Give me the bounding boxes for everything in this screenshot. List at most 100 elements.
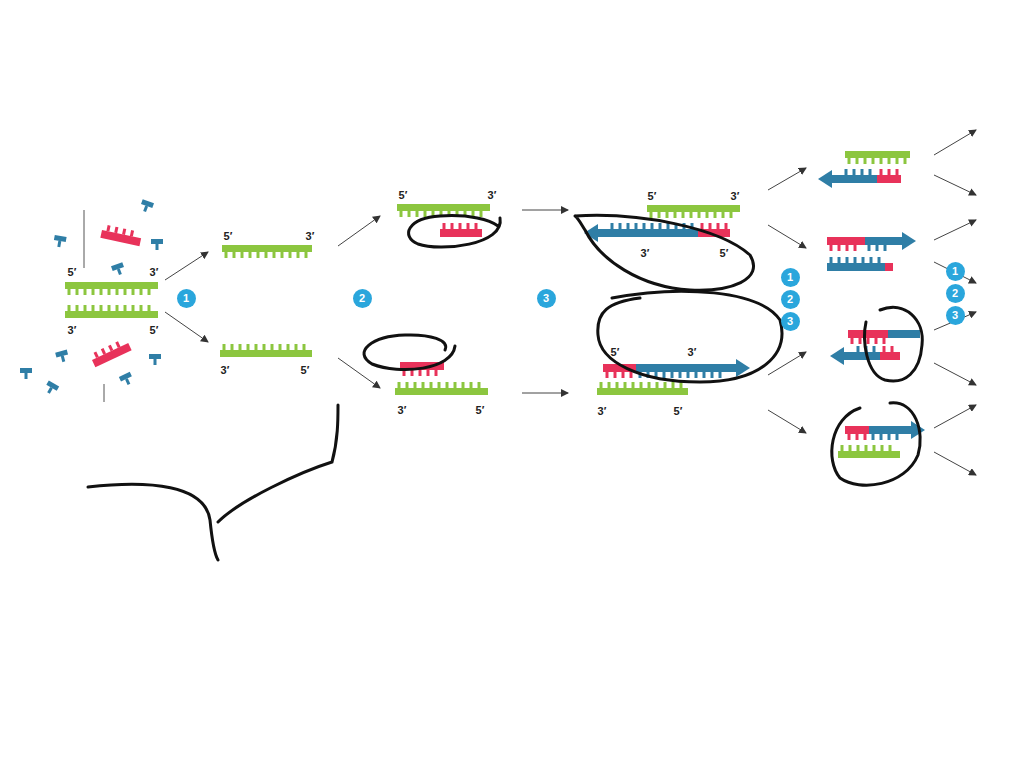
step-circle: 2 — [353, 289, 372, 308]
base-tick — [435, 370, 438, 376]
base-tick — [709, 223, 712, 229]
base-tick — [869, 169, 872, 175]
base-tick — [672, 382, 675, 388]
base-tick — [872, 158, 875, 164]
base-tick — [443, 223, 446, 229]
base-tick — [108, 305, 111, 311]
base-tick — [854, 257, 857, 263]
base-tick — [271, 344, 274, 350]
base-tick — [606, 372, 609, 378]
base-tick — [68, 289, 71, 295]
base-tick — [658, 212, 661, 218]
base-tick — [663, 372, 666, 378]
base-tick — [446, 382, 449, 388]
base-tick — [851, 338, 854, 344]
new-strand — [888, 330, 920, 338]
base-tick — [419, 370, 422, 376]
base-tick — [884, 245, 887, 251]
strand-end-label: 5′ — [301, 365, 310, 376]
new-strand — [598, 229, 698, 237]
strand-arrowhead — [902, 232, 916, 250]
base-tick — [132, 289, 135, 295]
base-tick — [857, 445, 860, 451]
new-strand — [865, 237, 902, 245]
dna-strand — [220, 350, 312, 357]
base-tick — [84, 289, 87, 295]
step-number: 2 — [787, 293, 793, 305]
base-tick — [904, 158, 907, 164]
base-tick — [422, 382, 425, 388]
primer-body — [92, 343, 132, 367]
base-tick — [881, 445, 884, 451]
base-tick — [430, 382, 433, 388]
base-tick — [891, 346, 894, 352]
base-tick — [883, 338, 886, 344]
new-strand — [636, 364, 736, 372]
base-tick — [303, 344, 306, 350]
step-number: 3 — [952, 309, 958, 321]
free-nucleotide — [55, 350, 69, 364]
base-tick — [131, 230, 132, 236]
base-tick — [408, 211, 411, 217]
base-tick — [896, 158, 899, 164]
strand-end-label: 5′ — [150, 325, 159, 336]
base-tick — [124, 289, 127, 295]
free-nucleotide — [151, 239, 163, 250]
base-tick — [84, 305, 87, 311]
base-tick — [848, 434, 851, 440]
strand-end-label: 3′ — [150, 267, 159, 278]
strand-end-label: 3′ — [398, 405, 407, 416]
base-tick — [682, 212, 685, 218]
base-tick — [406, 382, 409, 388]
base-tick — [624, 382, 627, 388]
base-tick — [92, 289, 95, 295]
base-tick — [116, 289, 119, 295]
primer-body — [827, 237, 865, 245]
dna-strand — [397, 204, 490, 211]
base-tick — [116, 305, 119, 311]
base-tick — [711, 372, 714, 378]
step-number: 1 — [183, 292, 189, 304]
base-tick — [632, 382, 635, 388]
primer-body — [848, 330, 888, 338]
base-tick — [68, 305, 71, 311]
base-tick — [281, 252, 284, 258]
nucleotide-part — [46, 381, 59, 391]
base-tick — [480, 211, 483, 217]
base-tick — [870, 257, 873, 263]
base-tick — [666, 212, 669, 218]
base-tick — [124, 229, 125, 235]
base-tick — [255, 344, 258, 350]
nucleotide-part — [54, 235, 67, 242]
strand-end-label: 3′ — [598, 406, 607, 417]
base-tick — [475, 223, 478, 229]
step-number: 2 — [359, 292, 365, 304]
base-tick — [883, 346, 886, 352]
primer-body — [885, 263, 893, 271]
base-tick — [864, 434, 867, 440]
base-tick — [635, 223, 638, 229]
base-tick — [438, 382, 441, 388]
base-tick — [92, 305, 95, 311]
base-tick — [225, 252, 228, 258]
free-nucleotide — [139, 199, 154, 213]
base-tick — [838, 245, 841, 251]
base-tick — [659, 223, 662, 229]
base-tick — [100, 289, 103, 295]
base-tick — [132, 305, 135, 311]
base-tick — [643, 223, 646, 229]
base-tick — [830, 245, 833, 251]
base-tick — [76, 289, 79, 295]
base-tick — [880, 158, 883, 164]
strand-end-label: 5′ — [68, 267, 77, 278]
strand-end-label: 3′ — [641, 248, 650, 259]
base-tick — [849, 445, 852, 451]
base-tick — [873, 445, 876, 451]
base-tick — [102, 349, 105, 354]
base-tick — [876, 245, 879, 251]
base-tick — [651, 223, 654, 229]
base-tick — [611, 223, 614, 229]
base-tick — [888, 169, 891, 175]
